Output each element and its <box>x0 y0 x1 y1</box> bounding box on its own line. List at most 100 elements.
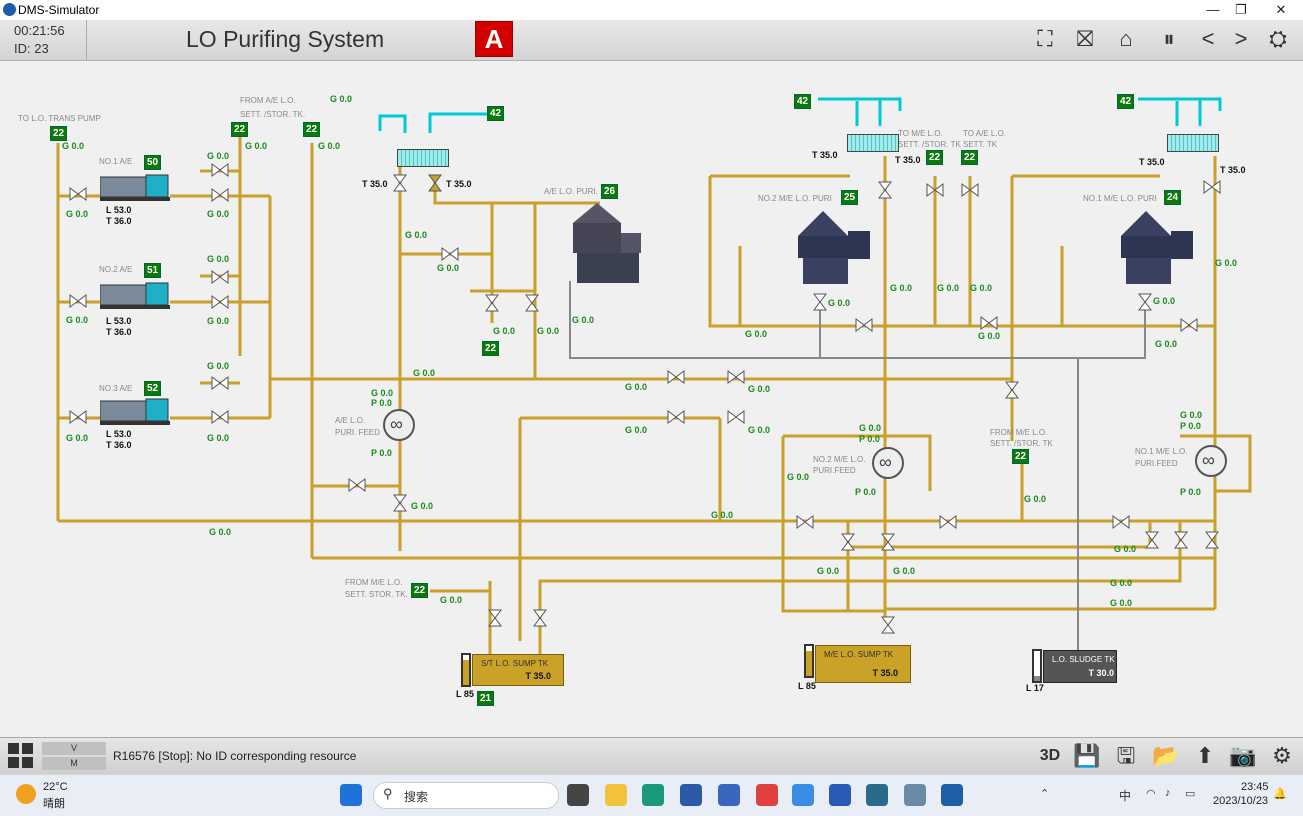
app-huawei-icon[interactable] <box>756 784 778 806</box>
restore-button[interactable]: ❐ <box>1235 2 1247 17</box>
ae2-valve-b[interactable] <box>211 293 229 311</box>
id-cooler-ae[interactable]: 42 <box>487 106 505 121</box>
id-ae-puri[interactable]: 26 <box>601 184 619 199</box>
menu-grid-icon[interactable] <box>8 743 34 769</box>
right-valve-3[interactable] <box>1203 531 1221 549</box>
dms-app-icon[interactable] <box>941 784 963 806</box>
ae1-valve-a[interactable] <box>211 161 229 179</box>
id-ae3[interactable]: 52 <box>144 381 162 396</box>
no2-me-feed-pump[interactable] <box>872 447 904 479</box>
mute-icon[interactable]: ⛝ <box>1076 26 1094 51</box>
no1-outlet-valve[interactable] <box>1203 178 1221 196</box>
id-to-trans-pump[interactable]: 22 <box>50 126 68 141</box>
notification-icon[interactable]: 🔔 <box>1273 788 1287 800</box>
lower-valve-2[interactable] <box>939 513 957 531</box>
ae-lo-purifier[interactable] <box>565 201 645 286</box>
battery-icon[interactable]: ▭ <box>1185 788 1196 800</box>
view-v-button[interactable]: V <box>42 742 106 755</box>
ae-cooler-valve-r[interactable] <box>426 174 444 192</box>
no1-me-lo-purifier[interactable] <box>1116 206 1196 286</box>
ae-feed-outlet-valve[interactable] <box>391 494 409 512</box>
lo-sludge-tank[interactable]: L.O. SLUDGE TK T 30.0 <box>1043 650 1117 683</box>
ae1-engine[interactable] <box>100 173 170 201</box>
no1-sludge-valve[interactable] <box>1136 293 1154 311</box>
no2-me-lo-cooler[interactable] <box>847 134 899 152</box>
fullscreen-icon[interactable]: ⛶ <box>1037 26 1053 51</box>
ae-v2-valve[interactable] <box>523 294 541 312</box>
id-drain-ae[interactable]: 22 <box>482 341 500 356</box>
header-valve-1[interactable] <box>667 368 685 386</box>
header-valve-3[interactable] <box>667 408 685 426</box>
no2-return-valve[interactable] <box>855 316 873 334</box>
globe-app-icon[interactable] <box>866 784 888 806</box>
ae-lo-cooler[interactable] <box>397 149 449 167</box>
id-ae1[interactable]: 50 <box>144 155 162 170</box>
ae3-valve-a[interactable] <box>211 374 229 392</box>
no2-right-valve[interactable] <box>980 314 998 332</box>
id-col3[interactable]: 22 <box>303 122 321 137</box>
volume-icon[interactable]: ♪ <box>1165 787 1171 799</box>
tray-expand-icon[interactable]: ⌃ <box>1040 788 1050 800</box>
id-to-ae[interactable]: 22 <box>961 150 979 165</box>
alarm-button[interactable]: A <box>475 21 513 57</box>
camera-icon[interactable]: 📷 <box>1229 743 1257 768</box>
emblem-icon[interactable]: ⛭ <box>1269 26 1287 51</box>
to-ae-valve[interactable] <box>961 181 979 199</box>
weather-icon[interactable] <box>16 784 36 804</box>
me-sump-valve-l[interactable] <box>839 533 857 551</box>
ae1-inlet-valve[interactable] <box>69 185 87 203</box>
ime-indicator[interactable]: 中 <box>1119 789 1132 803</box>
clock-time[interactable]: 23:45 <box>1241 781 1269 793</box>
taskbar-search[interactable]: ⚲ 搜索 <box>373 782 559 809</box>
lower-valve-3[interactable] <box>1112 513 1130 531</box>
st-lo-sump-tank[interactable]: S/T L.O. SUMP TK T 35.0 <box>472 654 564 686</box>
id-no1-puri[interactable]: 24 <box>1164 190 1182 205</box>
home-icon[interactable]: ⌂ <box>1119 26 1133 51</box>
no2-outlet-valve[interactable] <box>876 181 894 199</box>
no2-me-lo-purifier[interactable] <box>793 206 873 286</box>
next-icon[interactable]: > <box>1234 26 1248 51</box>
no1-me-lo-cooler[interactable] <box>1167 134 1219 152</box>
pause-icon[interactable]: ⏸ <box>1163 26 1175 51</box>
ae-puri-feed-pump[interactable] <box>383 409 415 441</box>
no2-sludge-valve[interactable] <box>811 293 829 311</box>
id-from-ae[interactable]: 22 <box>231 122 249 137</box>
ae-bypass-valve[interactable] <box>441 245 459 263</box>
ae2-valve-a[interactable] <box>211 268 229 286</box>
3d-view-icon[interactable]: 3D <box>1039 747 1061 764</box>
me-lo-sump-tank[interactable]: M/E L.O. SUMP TK T 35.0 <box>815 645 911 683</box>
id-cooler-no2[interactable]: 42 <box>794 94 812 109</box>
id-ae2[interactable]: 51 <box>144 263 162 278</box>
ae3-valve-b[interactable] <box>211 408 229 426</box>
minimize-button[interactable]: — <box>1206 2 1220 17</box>
id-from-me-sett[interactable]: 22 <box>1012 449 1030 464</box>
previous-icon[interactable]: < <box>1201 26 1215 51</box>
edge-icon[interactable] <box>642 784 664 806</box>
file-explorer-icon[interactable] <box>605 784 627 806</box>
right-valve-1[interactable] <box>1143 531 1161 549</box>
ae-cooler-valve-l[interactable] <box>391 174 409 192</box>
open-folder-icon[interactable]: 📂 <box>1152 743 1180 768</box>
to-me-valve[interactable] <box>926 181 944 199</box>
id-no2-puri[interactable]: 25 <box>841 190 859 205</box>
word-icon[interactable] <box>829 784 851 806</box>
no1-mid-valve[interactable] <box>1003 381 1021 399</box>
ae2-engine[interactable] <box>100 281 170 309</box>
id-cooler-no1[interactable]: 42 <box>1117 94 1135 109</box>
ae3-engine[interactable] <box>100 397 170 425</box>
me-sump-valve-r[interactable] <box>879 533 897 551</box>
clock-date[interactable]: 2023/10/23 <box>1213 795 1269 807</box>
upload-icon[interactable]: ⬆ <box>1195 743 1215 768</box>
id-to-me[interactable]: 22 <box>926 150 944 165</box>
cloud-icon[interactable] <box>792 784 814 806</box>
no1-return-valve[interactable] <box>1180 316 1198 334</box>
ship-app-icon[interactable] <box>904 784 926 806</box>
wifi-icon[interactable]: ◠ <box>1146 788 1156 800</box>
save-icon[interactable]: 💾 <box>1073 743 1101 768</box>
close-button[interactable]: ✕ <box>1275 2 1287 17</box>
ae-feed-bypass-valve[interactable] <box>348 476 366 494</box>
id-st-sump[interactable]: 21 <box>477 691 495 706</box>
ae1-valve-b[interactable] <box>211 186 229 204</box>
st-sump-valve-l[interactable] <box>486 609 504 627</box>
store-icon[interactable] <box>680 784 702 806</box>
